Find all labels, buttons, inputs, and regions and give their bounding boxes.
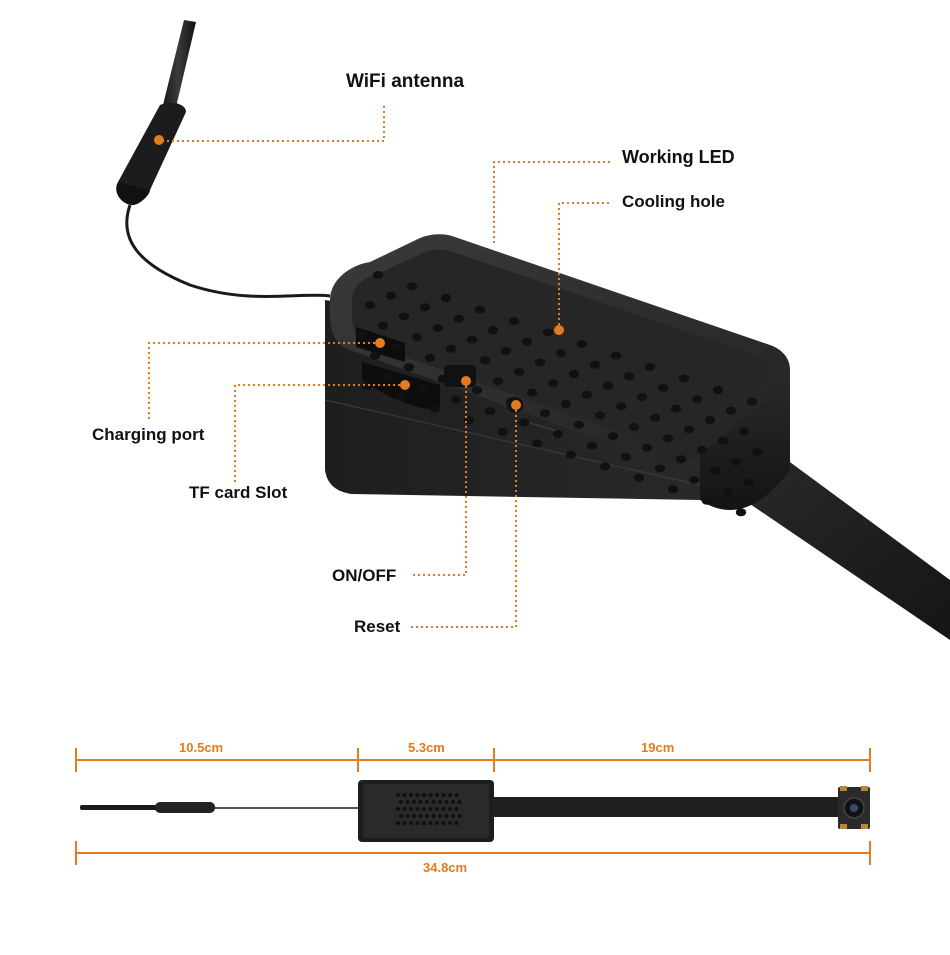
- wifi-antenna-label: WiFi antenna: [346, 71, 465, 92]
- body-length-label: 5.3cm: [408, 740, 445, 755]
- small-strap: [494, 797, 839, 817]
- on-off-marker: [461, 376, 471, 386]
- small-antenna: [80, 802, 358, 813]
- cooling-hole-label: Cooling hole: [622, 192, 725, 211]
- on-off-leader: [410, 381, 467, 576]
- working-led-label: Working LED: [622, 147, 735, 167]
- cable-length-label: 19cm: [641, 740, 675, 755]
- callout-lines: [148, 105, 612, 628]
- wifi-antenna: [116, 20, 331, 299]
- callout-dots: [375, 325, 564, 410]
- tf-card-slot-marker: [400, 380, 410, 390]
- antenna-length-label: 10.5cm: [179, 740, 224, 755]
- small-camera-module: [358, 780, 494, 842]
- reset-leader: [410, 405, 517, 628]
- tf-card-slot-leader: [234, 384, 405, 482]
- wifi-antenna-marker: [154, 135, 164, 145]
- charging-port-marker: [375, 338, 385, 348]
- cooling-hole-marker: [554, 325, 564, 335]
- total-length-label: 34.8cm: [423, 860, 468, 875]
- charging-port-leader: [148, 342, 380, 420]
- reset-label: Reset: [354, 617, 401, 636]
- wifi-antenna-leader: [162, 105, 385, 142]
- camera-module: [324, 234, 790, 517]
- cooling-holes: [356, 271, 763, 517]
- working-led-leader: [493, 161, 612, 243]
- tf-card-slot-label: TF card Slot: [189, 483, 288, 502]
- cooling-hole-leader: [558, 202, 612, 330]
- on-off-label: ON/OFF: [332, 566, 397, 585]
- charging-port-label: Charging port: [92, 425, 205, 444]
- lens-board: [838, 786, 870, 829]
- dimension-drawing: [75, 748, 871, 865]
- reset-marker: [511, 400, 521, 410]
